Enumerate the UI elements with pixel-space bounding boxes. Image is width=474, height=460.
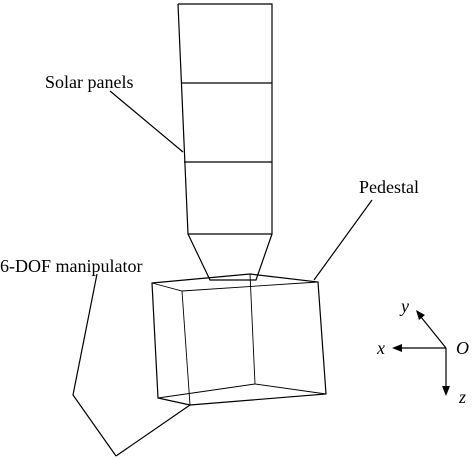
solar-panel-outline: [177, 3, 273, 235]
pedestal-label: Pedestal: [359, 177, 419, 197]
panel-adapter-taper: [187, 233, 273, 281]
x-axis-arrowhead: [392, 344, 402, 352]
y-axis-line: [420, 316, 447, 349]
origin-label: O: [456, 338, 469, 358]
z-axis-label: z: [458, 387, 466, 407]
solar-panels-leader-line: [109, 90, 184, 153]
pedestal-leader-line: [313, 199, 373, 281]
y-axis-arrowhead: [416, 310, 425, 320]
coordinate-frame: x y z O: [376, 296, 469, 407]
manipulator-arm-front: [115, 404, 191, 457]
pedestal-top-front-edges: [151, 281, 319, 292]
pedestal-front-vertical-edge: [181, 290, 191, 406]
pedestal-hidden-bottom-edge: [157, 383, 256, 399]
pedestal-box: [151, 273, 327, 406]
solar-panels-label: Solar panels: [45, 72, 133, 92]
z-axis-arrowhead: [442, 386, 450, 396]
y-axis-label: y: [399, 296, 409, 316]
manipulator-arm-back: [72, 273, 117, 457]
manipulator-label: 6-DOF manipulator: [0, 256, 142, 276]
x-axis-label: x: [376, 338, 385, 358]
pedestal-hidden-back-edges: [249, 273, 327, 395]
solar-panel-array: [177, 3, 273, 235]
pedestal-outer-edges: [151, 273, 327, 406]
